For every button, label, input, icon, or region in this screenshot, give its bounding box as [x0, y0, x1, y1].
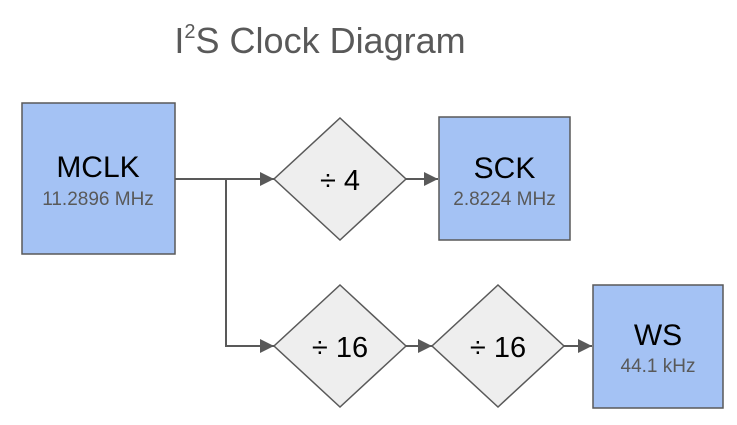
- divide-by-16-label-first: ÷ 16: [312, 332, 368, 364]
- divide-by-16-label-second: ÷ 16: [470, 332, 526, 364]
- edge-mclk-div16: [225, 179, 274, 353]
- ws-frequency: 44.1 kHz: [621, 356, 696, 377]
- sck-label: SCK: [474, 152, 536, 185]
- divide-by-4-node: ÷ 4: [272, 116, 408, 242]
- ws-node: WS 44.1 kHz: [592, 284, 724, 409]
- diagram-title: I2S Clock Diagram: [0, 20, 640, 62]
- mclk-label: MCLK: [56, 151, 139, 184]
- mclk-frequency: 11.2896 MHz: [42, 189, 154, 210]
- sck-frequency: 2.8224 MHz: [453, 189, 555, 210]
- divide-by-4-label: ÷ 4: [320, 165, 360, 197]
- ws-label: WS: [634, 319, 682, 352]
- title-base: I: [174, 20, 185, 61]
- title-superscript: 2: [184, 21, 196, 43]
- divide-by-16-node-first: ÷ 16: [272, 283, 408, 409]
- mclk-node: MCLK 11.2896 MHz: [21, 102, 176, 255]
- divide-by-16-node-second: ÷ 16: [430, 283, 566, 409]
- sck-node: SCK 2.8224 MHz: [438, 116, 571, 241]
- title-rest: S Clock Diagram: [195, 20, 466, 61]
